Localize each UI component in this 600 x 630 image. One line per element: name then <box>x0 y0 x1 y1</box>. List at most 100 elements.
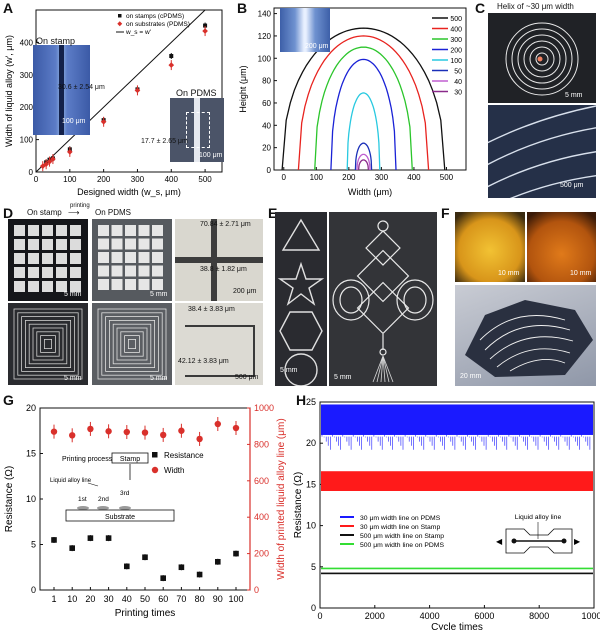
panel-d-scale-f: 500 μm <box>235 374 259 381</box>
panel-d-scale-c: 200 μm <box>233 288 257 295</box>
spiral-turn <box>17 312 79 376</box>
y-tick-label: 20 <box>262 144 271 153</box>
x-tick-label: 400 <box>407 173 421 182</box>
grid-cell <box>98 238 109 250</box>
inset-1st: 1st <box>78 496 87 503</box>
shape-outlines <box>277 218 325 386</box>
inset-droplet <box>119 506 131 510</box>
grid-cell <box>111 238 123 250</box>
legend-marker-width <box>151 466 159 474</box>
legend-label-0: 30 μm width line on PDMS <box>360 515 441 522</box>
grid-cell <box>42 253 53 264</box>
grid-cell <box>138 252 150 263</box>
grid-cell <box>98 279 109 290</box>
legend-label-200: 200 <box>450 48 462 55</box>
x-tick-label: 90 <box>213 594 223 604</box>
resistance-point <box>233 550 239 557</box>
legend-marker-stamp <box>118 14 122 18</box>
legend-label: on substrates (PDMS) <box>126 21 190 28</box>
x-tick-label: 50 <box>140 594 150 604</box>
legend-label-400: 400 <box>450 27 462 34</box>
grid-cell <box>70 225 81 236</box>
substrate-point <box>66 149 73 155</box>
x-tick-label: 6000 <box>474 611 494 621</box>
y-tick-label: 200 <box>20 103 34 112</box>
y-tick-label: 0 <box>29 168 34 177</box>
y-tick-label: 0 <box>311 603 316 613</box>
grid-cell <box>56 225 67 236</box>
legend-label-1: 30 μm width line on Stamp <box>360 524 440 531</box>
grid-cell <box>125 279 136 290</box>
y-tick-label: 0 <box>31 585 36 595</box>
panel-e-scale1: 5 mm <box>280 367 298 374</box>
grid-cell <box>14 281 25 292</box>
panel-d-zoom-spiral <box>175 303 263 385</box>
grid-cell <box>14 225 25 236</box>
y-tick-label: 60 <box>262 99 271 108</box>
y-axis-label: Width of liquid alloy (w', μm) <box>4 35 14 147</box>
x-tick-label: 1 <box>51 594 56 604</box>
spiral-turn <box>128 339 137 350</box>
y-tick-label: 25 <box>306 397 316 407</box>
x-tick-label: 30 <box>104 594 114 604</box>
grid-cell <box>125 265 136 277</box>
y2-tick-label: 400 <box>254 512 269 522</box>
spiral-turn <box>124 335 140 353</box>
signal-band-2 <box>321 572 593 575</box>
legend-marker-resistance <box>152 452 158 458</box>
x-tick-label: 500 <box>440 173 454 182</box>
profile-line-200 <box>330 58 397 171</box>
legend-label-width: Width <box>164 466 184 475</box>
left-arrow-icon: ◀ <box>496 537 503 546</box>
spiral-turn <box>97 308 167 380</box>
legend-label-30: 30 <box>454 90 462 97</box>
width-point <box>87 425 94 433</box>
panel-d-m2: 38.8 ± 1.82 μm <box>200 266 247 273</box>
x-tick-label: 100 <box>310 173 324 182</box>
grid-cell <box>111 252 123 263</box>
grid-cell <box>70 253 81 264</box>
spiral-turn <box>116 327 148 361</box>
panel-a-inset2-title: On PDMS <box>176 88 217 98</box>
width-point <box>196 435 203 443</box>
y2-tick-label: 200 <box>254 549 269 559</box>
x-tick-label: 300 <box>131 175 145 184</box>
panel-d-m1: 70.84 ± 2.71 μm <box>200 221 251 228</box>
grid-cell <box>28 281 39 292</box>
y-tick-label: 0 <box>267 166 272 175</box>
chinese-knot-pattern <box>332 220 434 383</box>
profile-line-30 <box>357 159 370 171</box>
signal-band-0 <box>321 404 593 435</box>
width-point <box>105 428 112 435</box>
grid-cell <box>14 253 25 264</box>
panel-d-zoom-grid <box>175 219 263 301</box>
grid-cell <box>152 252 163 263</box>
grid-cell <box>98 225 109 236</box>
x-tick-label: 0 <box>34 175 39 184</box>
spiral-turn <box>32 327 64 361</box>
panel-b-inset <box>280 8 330 52</box>
y-tick-label: 15 <box>306 479 316 489</box>
terrain-contour-lines <box>465 300 593 377</box>
inset-droplet <box>77 506 89 510</box>
profile-line-100 <box>346 92 381 171</box>
width-point <box>232 424 240 432</box>
y-tick-label: 15 <box>26 449 36 459</box>
panel-f-pumpkin1 <box>455 212 525 282</box>
grid-cell <box>56 239 67 250</box>
panel-a-inset1-title: On stamp <box>36 36 76 46</box>
panel-b-label: B <box>237 0 248 16</box>
panel-d-pdms-spiral <box>92 303 172 385</box>
grid-cell <box>125 252 136 263</box>
y-tick-label: 40 <box>262 121 271 130</box>
panel-b-inset-scale: 200 μm <box>305 43 329 50</box>
x-tick-label: 300 <box>375 173 389 182</box>
substrate-point <box>168 62 175 68</box>
y2-axis-label: Width of printed liquid alloy line (μm) <box>276 418 287 579</box>
spiral-turn <box>101 312 163 376</box>
inset-pad <box>511 538 517 544</box>
y-tick-label: 5 <box>311 562 316 572</box>
panel-d-scale-e: 5 mm <box>150 375 168 382</box>
